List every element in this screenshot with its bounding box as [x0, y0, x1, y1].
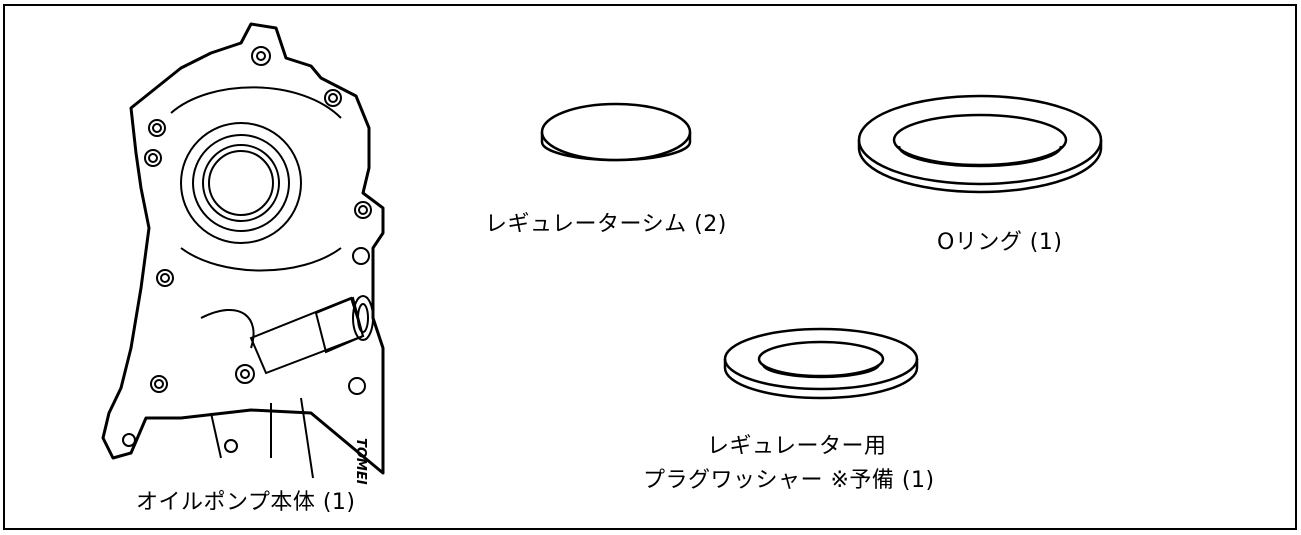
- diagram-frame: TOMEI オイルポンプ本体 (1) レギュレーターシム (2) Oリング (1…: [3, 4, 1297, 530]
- plug-washer-label-line2: プラグワッシャー ※予備 (1): [643, 468, 935, 493]
- o-ring-label: Oリング (1): [937, 230, 1063, 255]
- oil-pump-illustration: TOMEI: [101, 22, 385, 485]
- regulator-shim-illustration: [540, 102, 692, 162]
- o-ring-illustration: [857, 94, 1103, 194]
- plug-washer-illustration: [723, 327, 919, 400]
- pump-stamp: TOMEI: [353, 438, 368, 485]
- oil-pump-label: オイルポンプ本体 (1): [136, 490, 356, 515]
- regulator-shim-label: レギュレーターシム (2): [485, 212, 727, 237]
- plug-washer-label-line1: レギュレーター用: [707, 434, 887, 459]
